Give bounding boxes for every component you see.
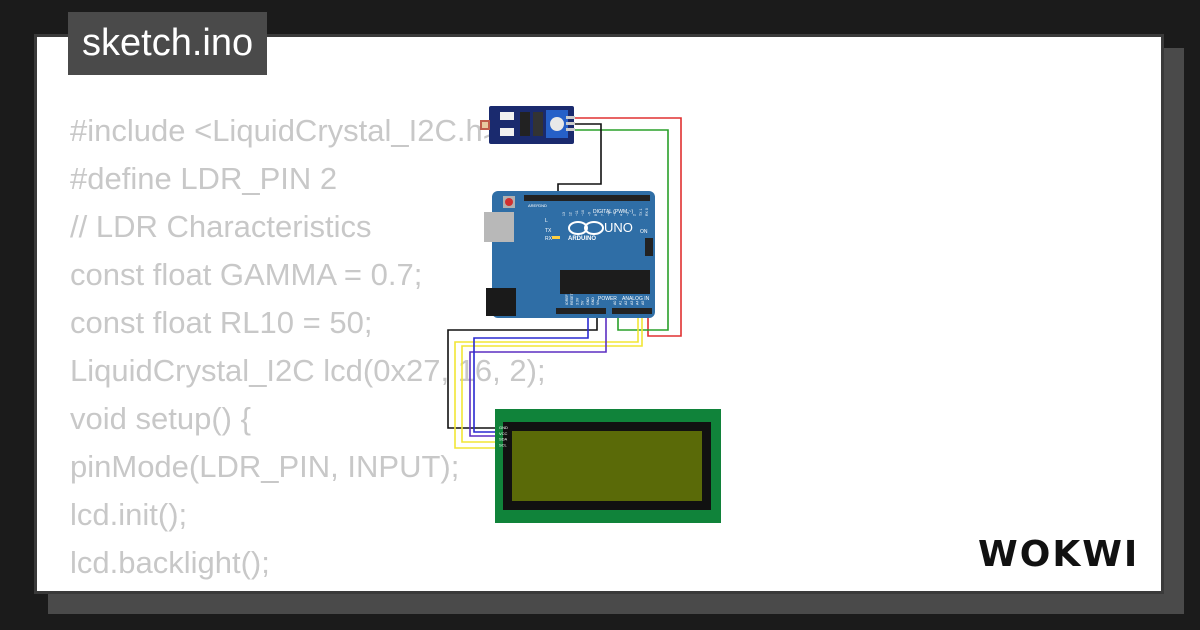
analog-pin-label: A3 [630, 301, 634, 305]
analog-pin-label: A4 [635, 301, 639, 305]
code-line: // LDR Characteristics [70, 209, 372, 244]
wire-red [574, 117, 682, 337]
on-led-label: ON [640, 229, 648, 235]
wire-black-lcd [447, 314, 598, 429]
wokwi-logo-text: WOKWI [978, 534, 1139, 575]
power-pin-label: 3.3V [575, 297, 579, 305]
board-model-label: UNO [604, 220, 633, 235]
power-pin-label: RESET [570, 292, 574, 305]
wire-purple [469, 314, 607, 437]
wokwi-logo: WOKWI [978, 534, 1139, 575]
aref-pin-label: AREF [528, 203, 539, 208]
digital-pin-label: TX 1 [639, 209, 643, 216]
sketch-title: sketch.ino [68, 12, 268, 75]
wire-black-ldr [557, 123, 602, 196]
code-line: lcd.backlight(); [70, 545, 270, 580]
code-line: #define LDR_PIN 2 [70, 161, 338, 196]
l-led-label: L [545, 218, 548, 224]
digital-pin-label: 12 [568, 212, 572, 216]
board-brand-label: ARDUINO [568, 236, 596, 242]
gnd-pin-label: GND [538, 203, 547, 208]
power-header-label: POWER [598, 296, 617, 302]
digital-pin-label: 7 [600, 214, 604, 216]
power-pin-label: Vin [596, 300, 600, 305]
digital-pin-label: ~9 [588, 212, 592, 216]
digital-pin-label: ~11 [575, 210, 579, 216]
wires [447, 117, 682, 449]
lcd-pin-label: SDA [499, 437, 508, 442]
analog-pin-label: A5 [641, 301, 645, 305]
wire-blue [473, 314, 589, 433]
code-line: const float RL10 = 50; [70, 305, 373, 340]
analog-pin-label: A2 [624, 301, 628, 305]
code-line: void setup() { [70, 401, 251, 436]
code-line: pinMode(LDR_PIN, INPUT); [70, 449, 460, 484]
code-line: LiquidCrystal_I2C lcd(0x27, 16, 2); [70, 353, 546, 388]
code-line: #include <LiquidCrystal_I2C.h> [70, 113, 501, 148]
code-line: const float GAMMA = 0.7; [70, 257, 423, 292]
power-pin-label: GND [586, 297, 590, 305]
digital-pin-label: 2 [632, 214, 636, 216]
wire-yellow-outer [454, 314, 639, 449]
digital-pin-label: ~5 [613, 212, 617, 216]
analog-header-label: ANALOG IN [622, 296, 650, 302]
rx-led-label: RX [545, 236, 553, 242]
power-pin-label: 5V [581, 300, 585, 305]
digital-pin-label: ~3 [626, 212, 630, 216]
digital-header-label: DIGITAL (PWM ~) [593, 209, 633, 215]
analog-pin-label: A1 [619, 301, 623, 305]
code-line: lcd.init(); [70, 497, 188, 532]
code-preview: #include <LiquidCrystal_I2C.h> #define LD… [70, 107, 546, 591]
wire-green [574, 129, 669, 331]
power-pin-label: IOREF [565, 294, 569, 305]
digital-pin-label: ~6 [607, 212, 611, 216]
lcd-pin-label: GND [499, 425, 508, 430]
analog-pin-label: A0 [613, 301, 617, 305]
tx-led-label: TX [545, 228, 552, 234]
power-pin-label: GND [591, 297, 595, 305]
lcd-pin-label: VCC [499, 431, 508, 436]
lcd-pin-label: SCL [499, 442, 508, 447]
arduino-uno-board[interactable]: UNO ARDUINO DIGITAL (PWM ~) POWER ANALOG… [484, 191, 655, 318]
digital-pin-label: ~10 [581, 210, 585, 216]
ldr-sensor-module[interactable] [480, 106, 575, 144]
digital-pin-label: RX 0 [645, 208, 649, 216]
digital-pin-label: 8 [594, 214, 598, 216]
digital-pin-label: 4 [620, 214, 624, 216]
digital-pin-label: 13 [562, 212, 566, 216]
wire-yellow-inner [461, 314, 643, 443]
